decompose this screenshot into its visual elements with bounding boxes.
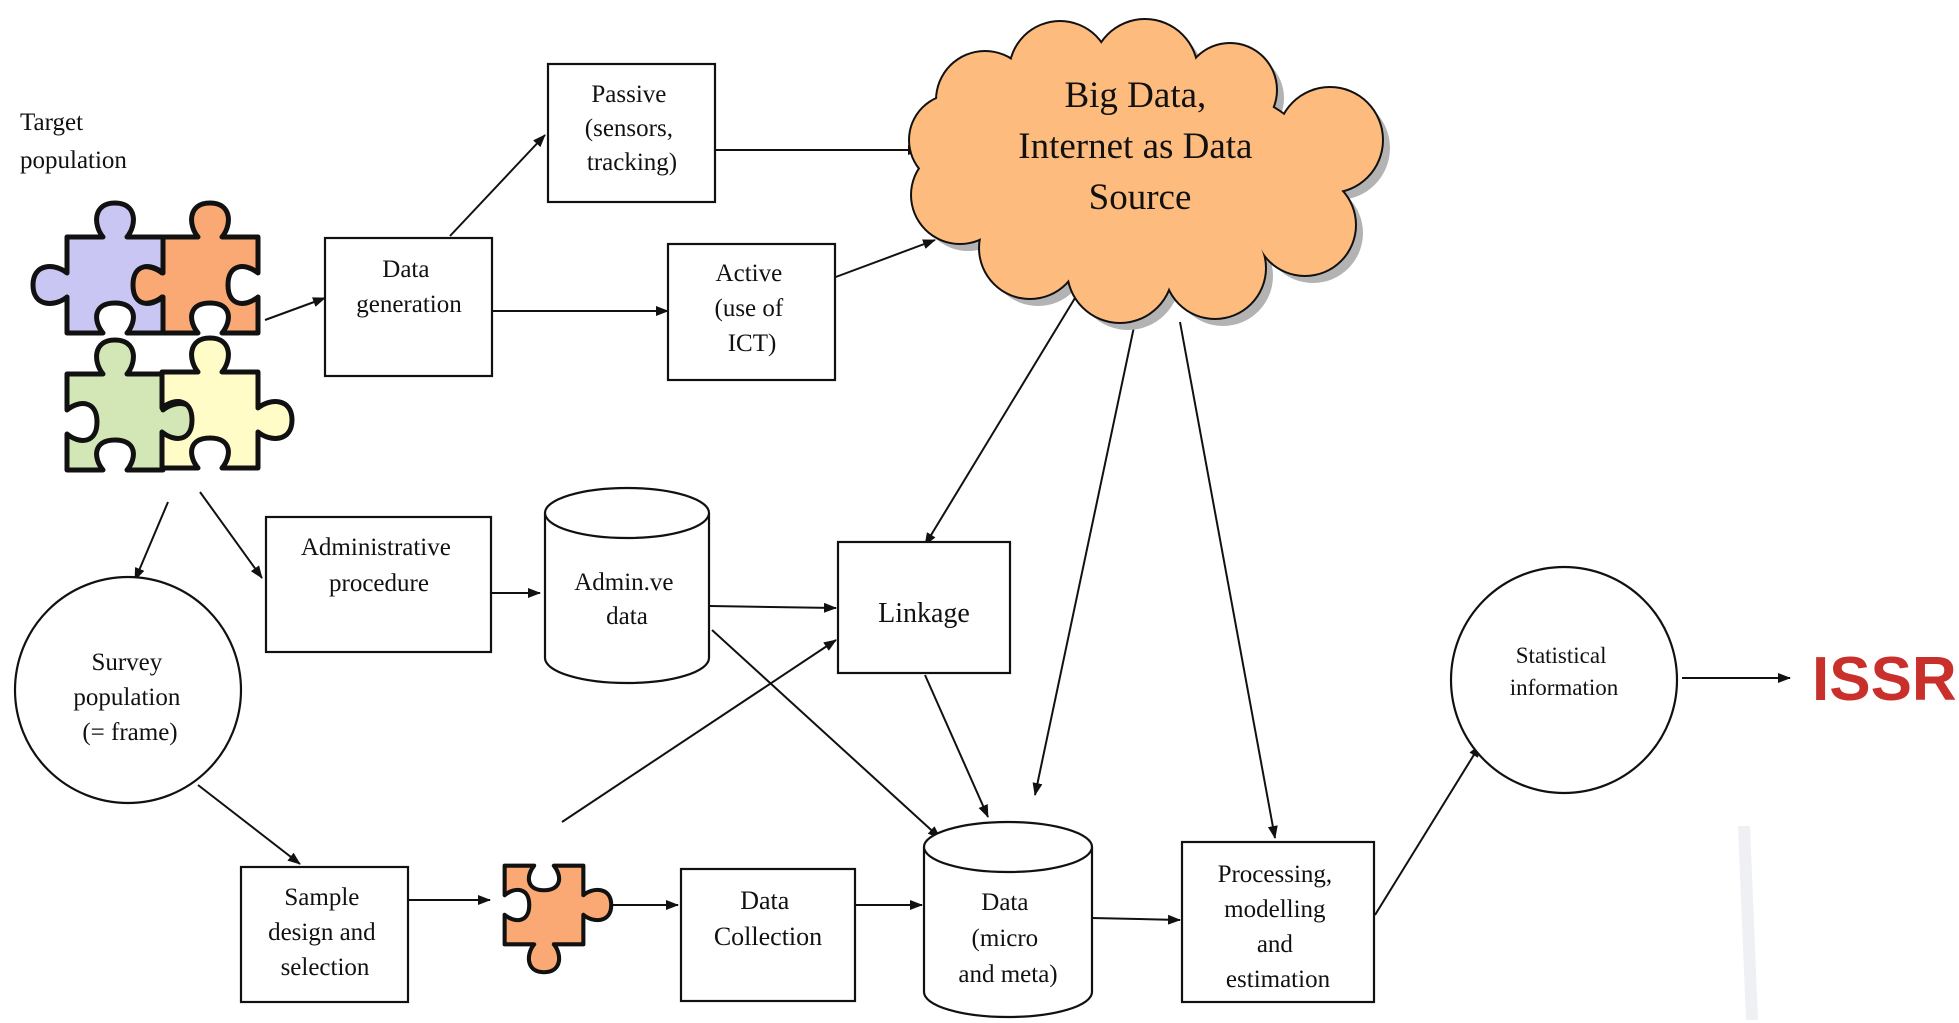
admin-data-label: Admin.ve data — [574, 569, 680, 630]
edge-data-store-to-processing — [1091, 914, 1181, 925]
puzzle-pieces-icon — [33, 203, 292, 470]
edge-puzzle-to-survey-population — [134, 501, 169, 581]
data-collection-label: Data Collection — [714, 886, 822, 951]
data-generation-node: Data generation — [323, 236, 494, 378]
edge-survey-population-to-sample-design — [197, 784, 301, 865]
data-store-node: Data (micro and meta) — [922, 820, 1094, 1019]
puzzle-piece-yellow — [162, 338, 292, 468]
active-node: Active (use of ICT) — [666, 242, 837, 382]
processing-label: Processing, modelling and estimation — [1218, 861, 1339, 993]
passive-node: Passive (sensors, tracking) — [546, 62, 717, 204]
edge-data-generation-to-passive — [449, 134, 546, 237]
issr-logo: ISSR — [1812, 645, 1957, 714]
active-label: Active (use of ICT) — [715, 260, 790, 357]
edge-linkage-to-data-store — [924, 674, 989, 818]
edge-admin-data-to-data-store — [711, 629, 941, 839]
passive-label: Passive (sensors, tracking) — [585, 81, 679, 176]
statistical-information-label: Statistical information — [1510, 643, 1619, 700]
edge-processing-to-statistical-information — [1374, 744, 1481, 916]
cylinder-database-icon: Admin.ve data — [543, 486, 711, 685]
cloud-fill — [910, 20, 1382, 322]
edge-piece-to-linkage — [561, 639, 837, 823]
target-population-label: Target population — [20, 109, 127, 174]
big-data-label: Big Data, Internet as Data Source — [1018, 75, 1261, 218]
processing-node: Processing, modelling and estimation — [1180, 840, 1376, 1004]
puzzle-piece-purple — [33, 203, 163, 333]
linkage-label: Linkage — [878, 598, 970, 629]
edge-cloud-to-linkage — [924, 297, 1076, 546]
data-collection-node: Data Collection — [679, 867, 857, 1003]
watermark-decoration — [1738, 826, 1758, 1020]
edge-admin-data-to-linkage — [709, 602, 837, 613]
edges — [134, 134, 1791, 925]
edge-active-to-cloud — [832, 239, 936, 279]
puzzle-piece-icon — [505, 866, 612, 973]
sample-design-node: Sample design and selection — [239, 865, 410, 1004]
survey-population-node: Survey population (= frame) — [13, 575, 243, 805]
administrative-procedure-node: Administrative procedure — [264, 515, 493, 654]
edge-cloud-to-data-store — [1032, 321, 1136, 796]
data-store-label: Data (micro and meta) — [958, 889, 1057, 988]
edge-cloud-to-processing — [1179, 321, 1278, 839]
edge-puzzle-to-data-generation — [264, 297, 326, 321]
administrative-procedure-label: Administrative procedure — [301, 534, 457, 597]
sample-design-label: Sample design and selection — [268, 884, 382, 981]
survey-population-label: Survey population (= frame) — [73, 649, 186, 746]
edge-puzzle-to-administrative-procedure — [199, 491, 263, 579]
data-generation-label: Data generation — [356, 256, 462, 318]
cloud-icon: Big Data, Internet as Data Source — [908, 18, 1390, 330]
linkage-node: Linkage — [836, 540, 1012, 675]
statistical-information-node: Statistical information — [1449, 565, 1679, 795]
